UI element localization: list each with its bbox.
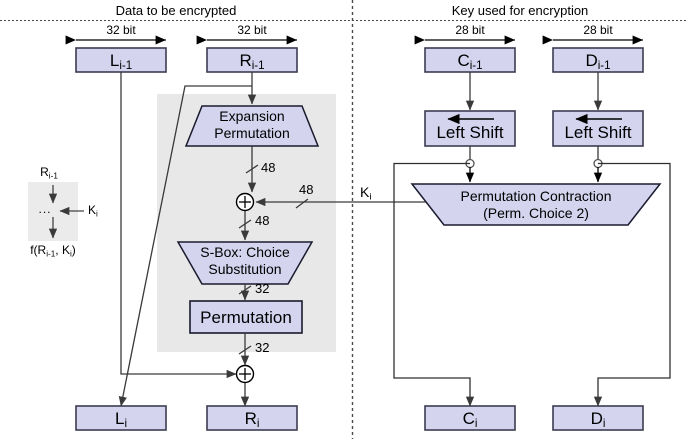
bus-tick-48-exp [245,164,259,174]
block-sbox-choice-substitution [176,241,314,285]
bus-label-48-xor-out: 48 [255,213,270,228]
inset-out-c: ) [71,243,76,257]
block-label-sbox: S-Box: Choice Substitution [200,244,289,278]
register-label-C-next: Ci [463,409,478,430]
reg-base: C [457,51,470,70]
block-permutation [189,300,303,334]
bus-tick-32-perm [238,345,252,355]
subkey-label: Ki [360,184,371,203]
reg-base: L [109,51,120,70]
inset-out-b: , K [55,243,70,257]
register-D-prev [552,47,644,73]
inset-body-dots: ... [38,202,52,216]
block-label-expansion-permutation: Expansion Permutation [214,108,289,142]
reg-base: D [585,51,598,70]
wire-R-to-Lnext [118,85,252,407]
inset-out-sub1: i-1 [46,249,56,259]
reg-sub: i [474,418,478,431]
reg-sub: i [256,418,260,431]
block-label-left-shift-c: Left Shift [436,123,504,142]
reg-sub: i-1 [597,60,611,73]
inset-out-a: f(R [30,243,47,257]
register-R-next [206,405,298,431]
block-left-shift-c [424,110,516,147]
register-L-prev [75,47,167,73]
section-header-key: Key used for encryption [451,3,589,18]
register-label-R-prev: Ri-1 [239,51,264,72]
wire-L-to-xor [120,72,237,379]
inset-key-base: K [88,203,97,217]
bus-label-48-key: 48 [299,182,314,197]
inset-key-label: Ki [88,203,98,218]
reg-base: R [244,409,257,428]
reg-sub: i-1 [119,60,133,73]
bus-label-48-expansion: 48 [261,160,276,175]
bus-tick-32-sbox [238,285,252,295]
section-header-data: Data to be encrypted [115,3,237,18]
pc2-line2: (Perm. Choice 2) [483,205,589,221]
width-label-c: 28 bit [455,23,485,37]
inset-key-sub: i [96,209,98,219]
register-L-next [75,405,167,431]
block-permutation-contraction [410,183,662,226]
register-C-next [424,405,516,431]
register-label-D-next: Di [591,409,606,430]
register-C-prev [424,47,516,73]
register-label-C-prev: Ci-1 [457,51,482,72]
block-expansion-permutation [184,105,320,147]
width-label-l: 32 bit [106,23,136,37]
register-label-R-next: Ri [245,409,260,430]
register-label-L-prev: Li-1 [110,51,132,72]
register-label-L-next: Li [115,409,127,430]
register-label-D-prev: Di-1 [585,51,610,72]
width-label-d: 28 bit [583,23,613,37]
reg-base: D [590,409,603,428]
register-R-prev [206,47,298,73]
block-label-permutation-contraction: Permutation Contraction (Perm. Choice 2) [461,188,612,222]
inset-input-label: Ri-1 [40,165,58,180]
sbox-line2: Substitution [208,261,282,277]
reg-sub: i-1 [251,60,265,73]
sbox-line1: S-Box: Choice [200,244,290,260]
reg-sub: i-1 [469,60,483,73]
bus-label-32-sbox-out: 32 [255,281,270,296]
block-label-permutation: Permutation [200,308,292,327]
inset-in-sub: i-1 [48,171,58,181]
reg-base: L [114,409,125,428]
reg-base: R [239,51,252,70]
pc2-line1: Permutation Contraction [460,188,612,204]
bus-tick-48-key [295,198,309,209]
expansion-line1: Expansion [219,108,285,124]
subkey-base: K [360,184,370,200]
block-left-shift-d [552,110,644,147]
inset-in-base: R [40,165,49,179]
bus-label-32-perm-out: 32 [255,340,270,355]
reg-sub: i [602,418,606,431]
inset-output-label: f(Ri-1, Ki) [30,243,76,258]
subkey-sub: i [369,191,372,203]
block-label-left-shift-d: Left Shift [564,123,632,142]
wire-junctionC-to-Cnext [393,162,475,407]
width-label-r: 32 bit [237,23,267,37]
inset-out-sub2: i [69,249,72,259]
wire-junctionD-to-Dnext [593,162,671,407]
expansion-line2: Permutation [214,125,290,141]
bus-tick-48-xorout [238,219,252,229]
reg-sub: i [124,418,128,431]
reg-base: C [462,409,475,428]
